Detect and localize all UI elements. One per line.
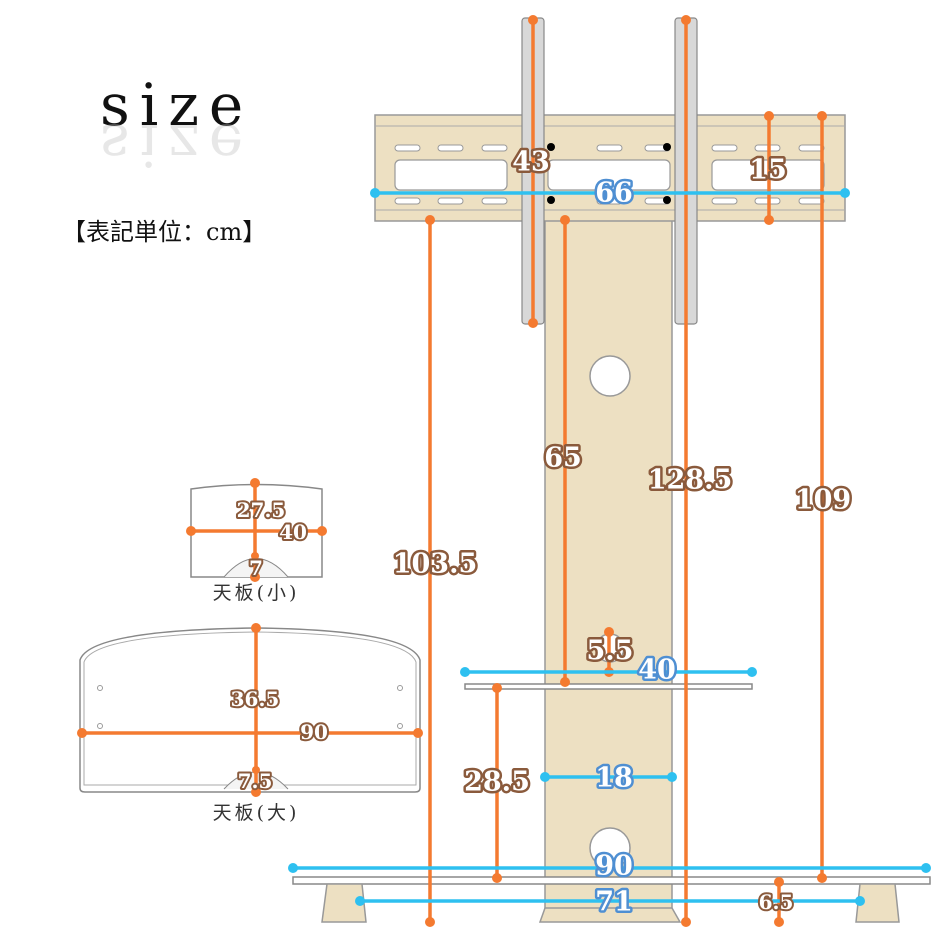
- title-reflection: size: [100, 111, 253, 179]
- base-foot-left: [321, 883, 367, 923]
- label-column-width: 18: [595, 763, 633, 794]
- cable-hole: [589, 355, 631, 397]
- title: size: [100, 71, 253, 139]
- label-base-width: 90: [595, 851, 633, 882]
- label-bracket-height: 15: [749, 155, 787, 186]
- height-dimensions: [425, 15, 827, 927]
- label-large-width: 90: [300, 720, 328, 744]
- base-board: [292, 876, 931, 885]
- label-small-width: 40: [279, 520, 307, 544]
- label-bracket-top-height: 109: [795, 485, 851, 516]
- base-foot-right: [855, 883, 900, 923]
- tv-bracket: [374, 114, 846, 222]
- label-large-depth: 36.5: [231, 687, 280, 711]
- unit-note: 【表記単位：cm】: [62, 218, 266, 246]
- small-top-caption: 天板(小): [213, 582, 300, 604]
- label-total-height: 128.5: [648, 465, 733, 496]
- label-shelf-gap: 5.5: [587, 636, 634, 667]
- label-feet-span: 71: [595, 887, 633, 918]
- large-top-board: 36.5 90 7.5 天板(大): [77, 623, 423, 824]
- label-large-notch: 7.5: [238, 769, 273, 793]
- label-upper-shelf-width: 40: [638, 655, 676, 686]
- label-small-depth: 27.5: [237, 498, 286, 522]
- small-top-board: 27.5 40 7 天板(小): [186, 478, 327, 604]
- label-base-height: 6.5: [759, 890, 794, 914]
- label-rail-length: 43: [512, 147, 550, 178]
- width-dimensions: [288, 188, 931, 906]
- label-small-notch: 7: [249, 556, 263, 580]
- label-column-to-shelf: 65: [544, 443, 582, 474]
- large-top-caption: 天板(大): [213, 802, 300, 824]
- label-lower-shelf-height: 28.5: [464, 767, 530, 798]
- column-foot: [538, 907, 682, 923]
- label-bracket-bottom-height: 103.5: [393, 549, 478, 580]
- label-bracket-width: 66: [595, 178, 633, 209]
- upper-shelf: [464, 683, 753, 690]
